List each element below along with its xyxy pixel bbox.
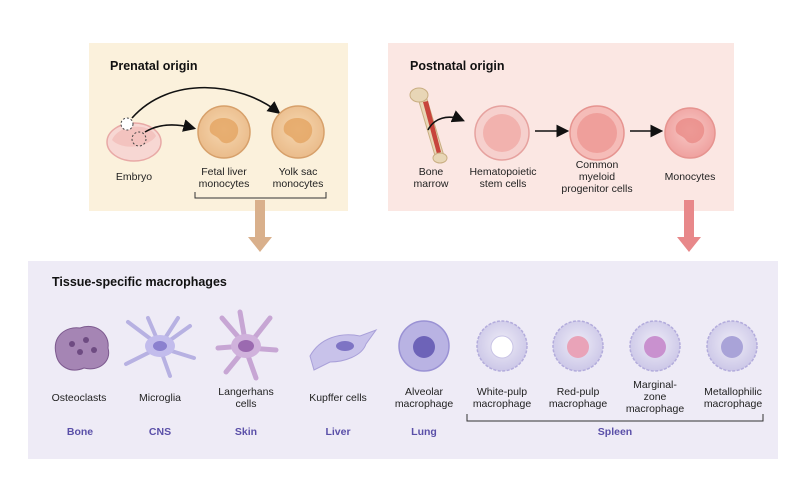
embryo-icon [106,117,162,162]
marginal-zone-macrophage-icon [629,320,681,372]
postnatal-down-arrow [677,200,701,252]
monocytes-label: Monocytes [664,171,716,183]
organ-label-cns: CNS [148,426,172,438]
cell-label-microglia: Microglia [138,392,181,404]
white-pulp-macrophage-icon [476,320,528,372]
spleen-bracket [466,414,764,422]
prenatal-bracket [194,192,327,199]
tissue-title: Tissue-specific macrophages [52,275,227,289]
organ-label-spleen: Spleen [597,426,633,438]
postnatal-title: Postnatal origin [410,59,505,73]
metallophilic-macrophage-icon [706,320,758,372]
alveolar-macrophage-icon [398,320,450,372]
bone-marrow-icon [409,87,448,164]
red-pulp-macrophage-icon [552,320,604,372]
monocyte-icon [664,107,716,159]
embryo-label: Embryo [115,171,153,183]
microglia-icon [124,316,196,378]
prenatal-down-arrow [248,200,272,252]
organ-label-skin: Skin [234,426,258,438]
organ-label-bone: Bone [66,426,94,438]
kupffer-cell-icon [309,328,378,371]
hematopoietic-stem-cell-icon [474,105,530,161]
prenatal-title: Prenatal origin [110,59,198,73]
arrow-to-fetal-liver [144,119,197,133]
organ-label-lung: Lung [411,426,437,438]
common-myeloid-progenitor-icon [569,105,625,161]
arrow-to-yolk-sac [131,86,281,119]
fetal-liver-monocyte-icon [197,105,251,159]
cell-label-osteoclasts: Osteoclasts [51,392,107,404]
arrow-to-hsc [427,110,465,131]
langerhans-cell-icon [215,309,279,381]
cell-label-kupffer: Kupffer cells [309,392,367,404]
organ-label-liver: Liver [325,426,351,438]
osteoclast-icon [54,326,110,371]
yolk-sac-monocyte-icon [271,105,325,159]
